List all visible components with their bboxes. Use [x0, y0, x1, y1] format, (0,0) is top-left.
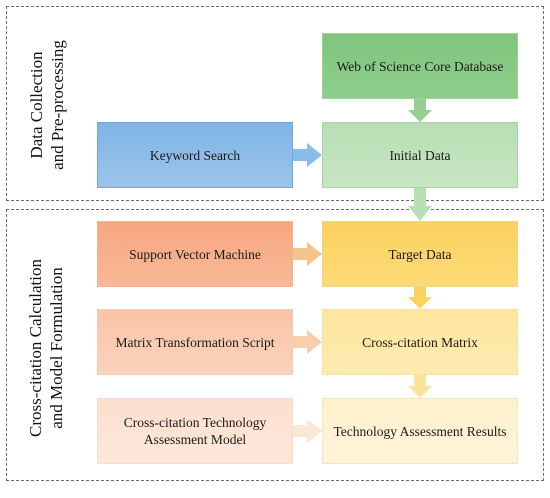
- arrow-target-to-ccm: [408, 287, 432, 309]
- data-collection-section: [6, 6, 544, 201]
- arrow-keyword-to-initial: [293, 143, 322, 167]
- technology-assessment-results-box: Technology Assessment Results: [322, 398, 518, 464]
- cross-citation-model-box: Cross-citation Technology Assessment Mod…: [97, 398, 293, 464]
- arrow-initial-to-target: [408, 188, 432, 221]
- arrow-matrix-to-ccm: [293, 330, 322, 354]
- arrow-ccm-to-results: [408, 375, 432, 398]
- initial-data-box: Initial Data: [322, 122, 518, 188]
- arrow-model-to-results: [293, 419, 322, 443]
- keyword-search-box: Keyword Search: [97, 122, 293, 188]
- arrow-svm-to-target: [293, 242, 322, 266]
- matrix-transformation-box: Matrix Transformation Script: [97, 309, 293, 375]
- web-of-science-box: Web of Science Core Database: [322, 33, 518, 99]
- cross-citation-section: [6, 209, 544, 481]
- arrow-wos-to-initial: [408, 99, 432, 122]
- target-data-box: Target Data: [322, 221, 518, 287]
- cross-citation-matrix-box: Cross-citation Matrix: [322, 309, 518, 375]
- flow-arrows: [293, 99, 432, 443]
- support-vector-machine-box: Support Vector Machine: [97, 221, 293, 287]
